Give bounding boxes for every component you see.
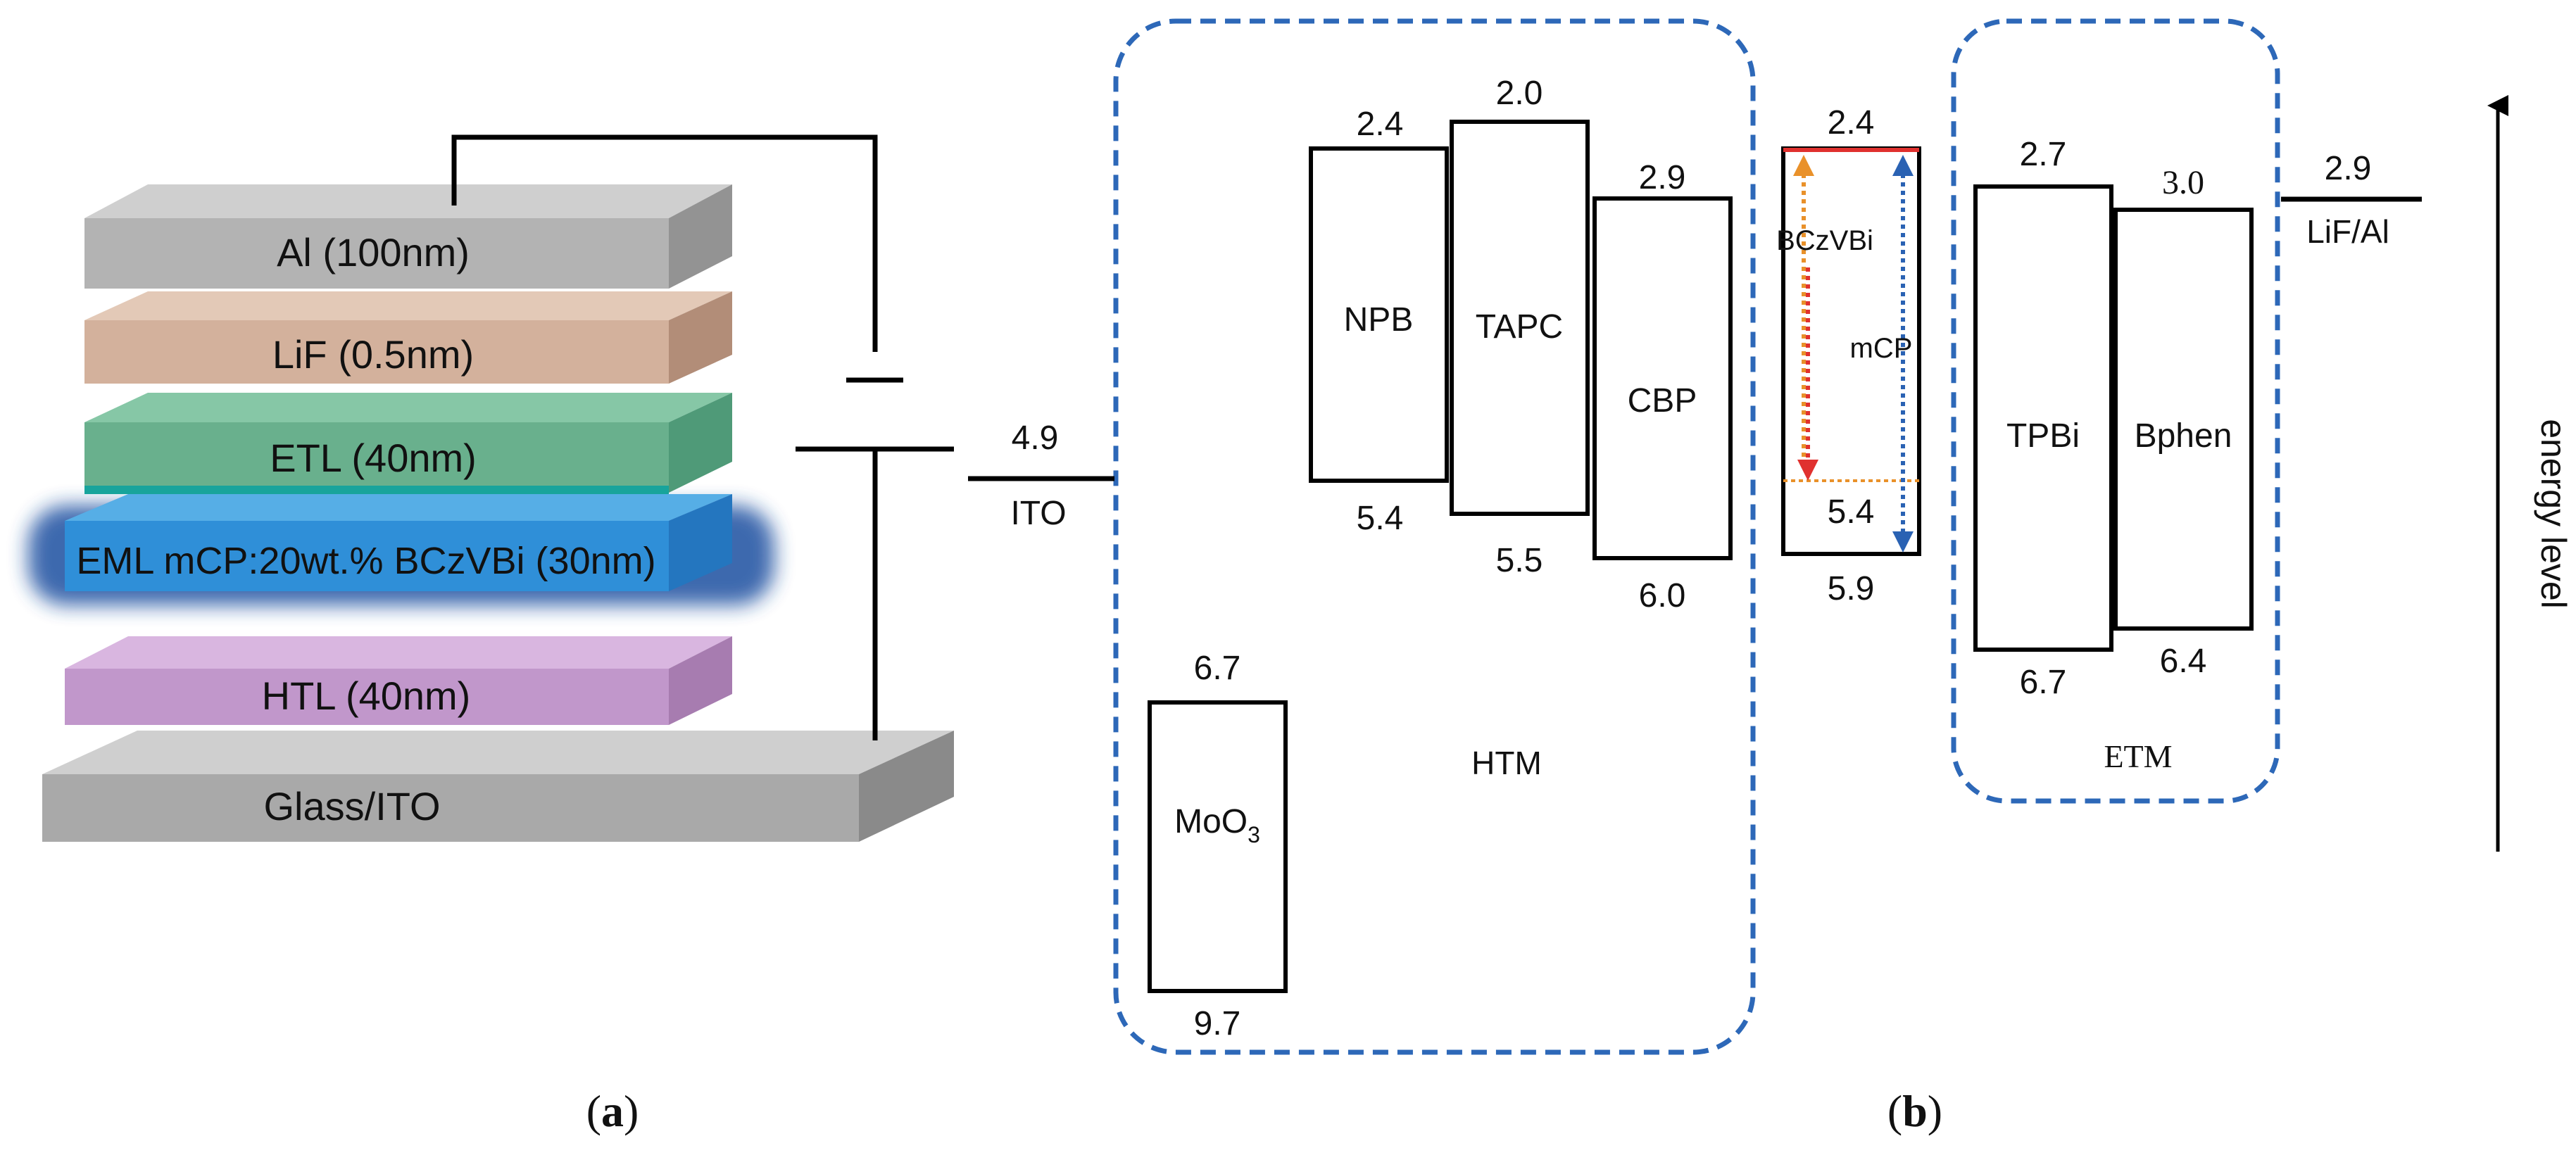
htm-group-box — [1113, 18, 1756, 1055]
layer-al: Al (100nm) — [84, 184, 732, 289]
device-stack: Glass/ITO HTL (40nm) EML mCP:20wt.% BCzV… — [28, 184, 954, 842]
ito-value: 4.9 — [1012, 419, 1059, 457]
layer-htl: HTL (40nm) — [65, 636, 732, 725]
eml-bottom-value: 5.9 — [1828, 570, 1875, 607]
eml-top-value: 2.4 — [1828, 104, 1875, 141]
tpbi-bottom-value: 6.7 — [2020, 664, 2067, 701]
dopant-label: BCzVBi — [1776, 225, 1873, 256]
moo3-box — [1148, 700, 1288, 993]
host-label: mCP — [1850, 333, 1913, 364]
etm-label: ETM — [2104, 738, 2172, 774]
eml-mid-value: 5.4 — [1828, 493, 1875, 531]
caption-a: (a) — [586, 1086, 639, 1136]
layer-lif: LiF (0.5nm) — [84, 291, 732, 384]
moo3-label: MoO3 — [1174, 803, 1260, 847]
bphen-label: Bphen — [2135, 417, 2232, 455]
cbp-top-value: 2.9 — [1639, 159, 1686, 196]
bphen-box — [2113, 208, 2254, 631]
lif-al-label: LiF/Al — [2306, 213, 2389, 250]
bphen-top-value: 3.0 — [2162, 164, 2204, 201]
moo3-bottom-value: 9.7 — [1194, 1005, 1241, 1042]
npb-top-value: 2.4 — [1357, 106, 1404, 143]
caption-b: (b) — [1887, 1086, 1942, 1136]
layer-label-eml: EML mCP:20wt.% BCzVBi (30nm) — [76, 540, 655, 582]
tpbi-label: TPBi — [2006, 417, 2080, 455]
layer-etl: ETL (40nm) — [84, 393, 732, 494]
npb-bottom-value: 5.4 — [1357, 500, 1404, 537]
circuit-wire — [451, 134, 954, 740]
cbp-bottom-value: 6.0 — [1639, 577, 1686, 614]
tapc-bottom-value: 5.5 — [1496, 542, 1543, 579]
etm-group-box — [1951, 18, 2280, 804]
layer-label-lif: LiF (0.5nm) — [272, 332, 474, 377]
tapc-top-value: 2.0 — [1496, 75, 1543, 112]
htm-label: HTM — [1471, 745, 1542, 781]
moo3-top-value: 6.7 — [1194, 650, 1241, 687]
cbp-label: CBP — [1628, 382, 1697, 419]
layer-label-al: Al (100nm) — [277, 230, 470, 274]
layer-eml: EML mCP:20wt.% BCzVBi (30nm) — [28, 494, 774, 605]
cbp-box — [1592, 196, 1733, 560]
ito-label: ITO — [1010, 495, 1066, 532]
layer-label-glass: Glass/ITO — [263, 784, 440, 828]
tpbi-box — [1973, 184, 2113, 652]
layer-label-htl: HTL (40nm) — [262, 674, 471, 718]
tapc-box — [1450, 120, 1590, 516]
tpbi-top-value: 2.7 — [2020, 136, 2067, 173]
bphen-bottom-value: 6.4 — [2160, 643, 2207, 680]
lif-al-value: 2.9 — [2325, 150, 2372, 187]
npb-box — [1309, 146, 1449, 483]
tapc-label: TAPC — [1476, 308, 1563, 346]
energy-axis-label: energy level — [2534, 419, 2573, 609]
layer-label-etl: ETL (40nm) — [270, 436, 477, 480]
npb-label: NPB — [1344, 301, 1414, 339]
layer-glass-ito: Glass/ITO — [42, 731, 954, 842]
